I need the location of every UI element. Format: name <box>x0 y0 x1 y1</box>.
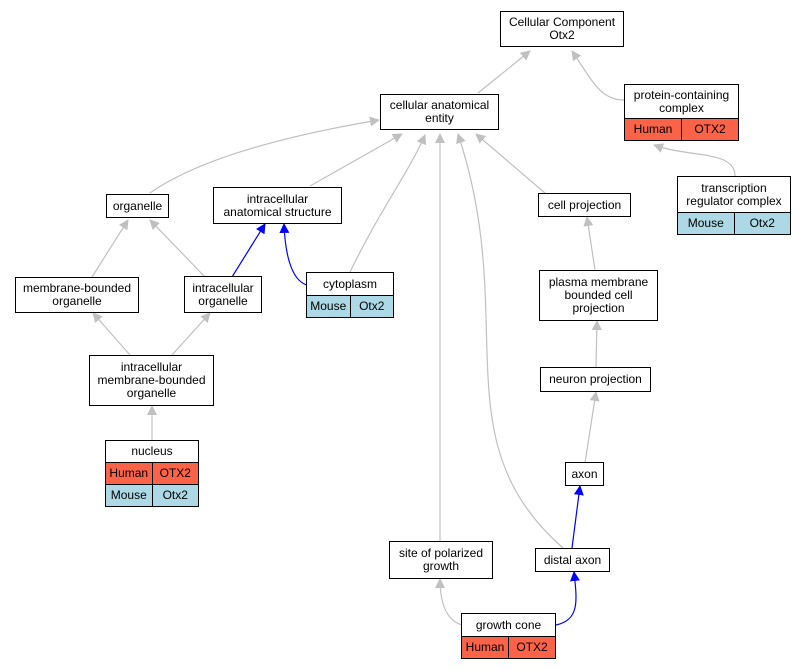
node-label-line: Otx2 <box>549 28 575 42</box>
node-label-line: entity <box>425 111 454 125</box>
annotation-row-mouse: Mouse Otx2 <box>678 212 790 234</box>
node-label-line: organelle <box>112 198 163 213</box>
annotation-row-human: Human OTX2 <box>625 118 738 140</box>
node-label-line: neuron projection <box>549 372 642 386</box>
node-label-line: anatomical structure <box>223 204 332 219</box>
node-label-line: cytoplasm <box>322 276 378 291</box>
node-label-line: axon <box>571 466 598 481</box>
gene-cell: OTX2 <box>151 463 199 484</box>
edge-gc-sopg <box>435 578 463 626</box>
node-label-line: distal axon <box>543 552 602 567</box>
gene-cell: OTX2 <box>681 119 738 140</box>
edge-imbo-io <box>171 312 211 356</box>
node-label-line: intracellular <box>246 191 309 206</box>
node-label-line: organelle <box>126 386 177 400</box>
gene-cell: OTX2 <box>508 637 555 658</box>
edge-cyto-cae <box>349 134 427 273</box>
species-cell: Human <box>633 122 673 136</box>
node-label-line: cell projection <box>547 197 622 212</box>
edge-cellproj-cae <box>475 133 546 194</box>
edge-cyto-ias[interactable] <box>279 223 308 286</box>
node-cell-projection[interactable]: cell projection <box>538 193 631 217</box>
edge-cae-root <box>477 50 531 94</box>
node-axon[interactable]: axon <box>565 462 604 486</box>
edge-distal-axon[interactable] <box>571 485 584 549</box>
node-label-line: growth <box>422 559 459 573</box>
node-label-line: protein-containing <box>633 87 730 102</box>
node-label-line: projection <box>572 301 625 315</box>
edge-distal-cae <box>456 133 564 549</box>
node-label-line: complex <box>659 100 704 115</box>
node-label-line: nucleus <box>131 444 173 458</box>
edge-trc-pcc <box>653 143 736 177</box>
edge-io-organelle <box>149 219 206 278</box>
node-label-line: regulator complex <box>686 193 782 208</box>
edge-neuroproj-pmbcp <box>591 320 602 368</box>
node-organelle[interactable]: organelle <box>106 194 169 218</box>
edge-imbo-mbo <box>92 312 131 356</box>
node-label-line: bounded cell <box>564 288 633 302</box>
node-label-line: membrane-bounded <box>22 281 132 295</box>
node-label-line: intracellular <box>120 360 183 374</box>
node-label-line: growth cone <box>475 617 542 632</box>
node-label-line: organelle <box>198 293 248 308</box>
gene-cell: Otx2 <box>733 213 791 234</box>
edge-io-ias[interactable] <box>231 223 266 278</box>
node-label-line: Cellular Component <box>508 15 616 29</box>
node-label-line: plasma membrane <box>548 275 649 289</box>
edge-pmbcp-cellproj <box>583 216 596 271</box>
edge-organelle-cae <box>149 116 380 194</box>
node-label-line: membrane-bounded <box>97 373 206 387</box>
species-cell: Mouse <box>310 299 347 313</box>
node-label-line: site of polarized <box>398 546 484 560</box>
edge-ias-cae <box>309 133 403 187</box>
edge-pcc-root <box>571 50 625 101</box>
gene-cell: Otx2 <box>349 296 394 317</box>
edge-mbo-organelle <box>91 219 129 278</box>
species-cell: Human <box>109 466 149 480</box>
node-neuron-projection[interactable]: neuron projection <box>540 367 651 392</box>
annotation-row-mouse: Mouse Otx2 <box>106 484 198 506</box>
gene-cell: Otx2 <box>151 485 199 506</box>
edge-axon-neuroproj <box>584 391 600 464</box>
edge-gc-distal[interactable] <box>555 571 580 626</box>
node-label-line: intracellular <box>192 280 254 295</box>
species-cell: Human <box>465 640 505 654</box>
species-cell: Mouse <box>110 488 147 502</box>
node-distal-axon[interactable]: distal axon <box>535 548 610 572</box>
node-label-line: organelle <box>52 294 102 308</box>
species-cell: Mouse <box>687 216 724 230</box>
node-label-line: transcription <box>701 180 767 195</box>
node-label-line: cellular anatomical <box>389 98 490 112</box>
